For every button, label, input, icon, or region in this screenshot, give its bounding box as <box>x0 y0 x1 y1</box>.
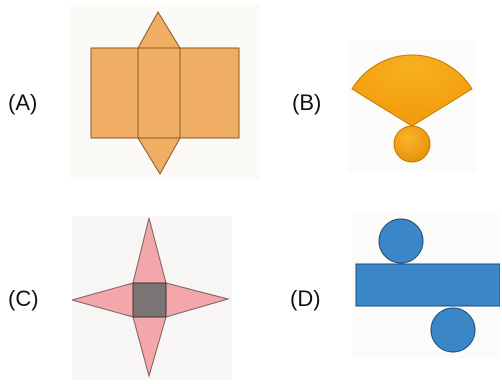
top-circle <box>378 218 424 264</box>
bottom-triangle <box>137 137 181 175</box>
bottom-circle <box>430 307 476 353</box>
left-face <box>72 282 134 318</box>
option-b-label: (B) <box>292 90 322 115</box>
top-triangle <box>137 11 181 49</box>
middle-rectangle <box>137 47 181 139</box>
option-c-label: (C) <box>8 286 39 311</box>
triangular-prism-net <box>90 11 240 175</box>
right-face <box>165 282 230 318</box>
bottom-face <box>132 316 167 378</box>
option-d-panel <box>352 214 500 358</box>
top-face <box>132 217 167 284</box>
option-b-panel <box>348 40 476 172</box>
cone-lateral-sector <box>351 54 473 127</box>
square-pyramid-net <box>72 217 230 378</box>
option-a-panel <box>70 4 260 180</box>
left-rectangle <box>90 47 139 139</box>
option-c-panel <box>72 216 232 380</box>
cone-net <box>351 54 473 163</box>
option-d-label: (D) <box>290 286 321 311</box>
option-a-label: (A) <box>8 90 38 115</box>
square-base <box>132 282 167 318</box>
cone-base-circle <box>393 125 431 163</box>
cylinder-net <box>355 218 500 353</box>
right-rectangle <box>179 47 240 139</box>
lateral-rectangle <box>355 263 500 307</box>
